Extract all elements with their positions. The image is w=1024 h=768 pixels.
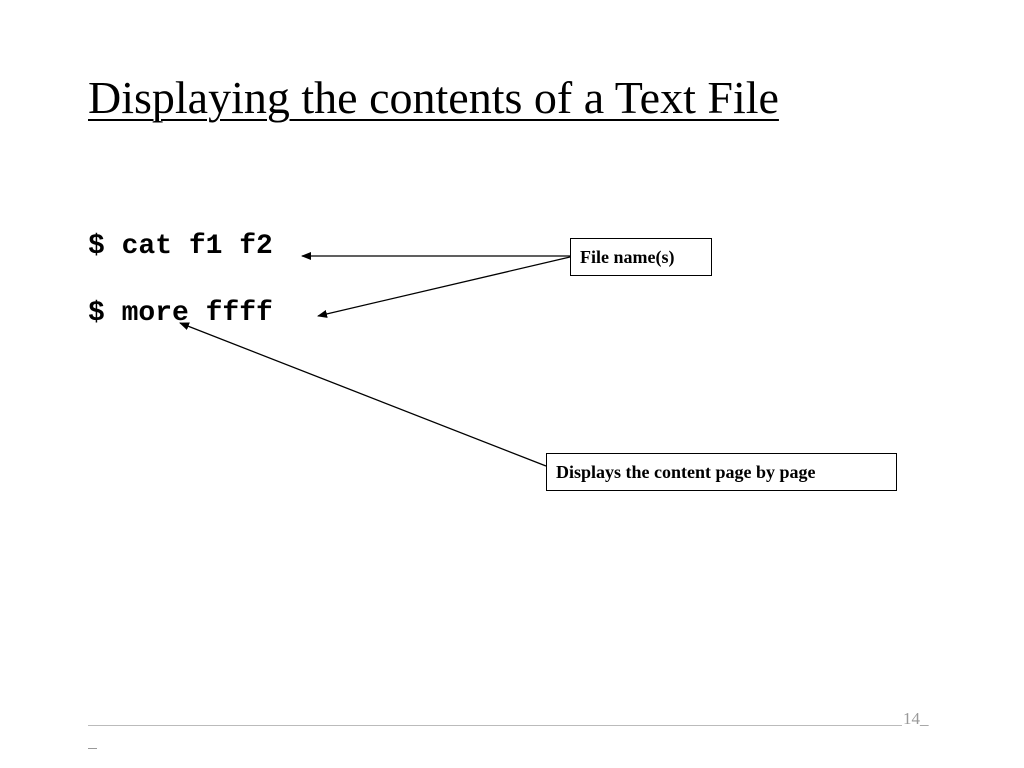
arrow-filenames-to-more [317, 256, 571, 318]
command-cat: $ cat f1 f2 [88, 231, 273, 262]
arrow-pagebypage-to-more [179, 322, 547, 467]
callout-page-by-page: Displays the content page by page [546, 453, 897, 491]
callout-file-names-label: File name(s) [580, 247, 675, 267]
slide-title: Displaying the contents of a Text File [88, 72, 779, 123]
command-more: $ more ffff [88, 298, 273, 329]
callout-page-by-page-label: Displays the content page by page [556, 462, 816, 482]
footer-divider [88, 725, 902, 726]
page-number: 14_ [903, 709, 929, 728]
callout-file-names: File name(s) [570, 238, 712, 276]
footer-dash [88, 748, 97, 749]
